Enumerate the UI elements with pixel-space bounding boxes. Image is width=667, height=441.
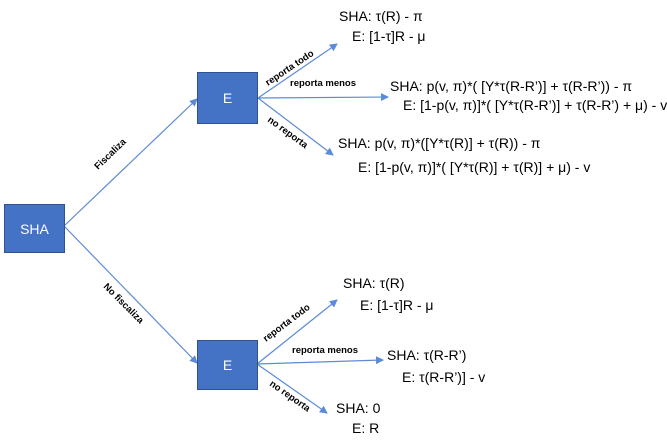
payoff-top-no-e: E: [1-p(v, π)]*( [Y*τ(R)] + τ(R)] + μ) -… xyxy=(358,159,591,175)
node-e-top: E xyxy=(197,72,258,124)
edge-bot-no-reporta xyxy=(256,363,328,414)
payoff-top-no-sha: SHA: p(v, π)*([Y*τ(R)] + τ(R)) - π xyxy=(338,135,541,151)
edge-top-reporta-menos xyxy=(257,93,389,102)
edge-bot-reporta-menos xyxy=(256,356,384,365)
payoff-top-menos-sha: SHA: p(v, π)*( [Y*τ(R-R’)] + τ(R-R’)) - … xyxy=(390,78,633,94)
payoff-bot-todo-e: E: [1-τ]R - μ xyxy=(360,297,434,313)
edge-top-reporta-todo xyxy=(257,43,338,99)
label-bot-no-reporta: no reporta xyxy=(267,378,312,414)
tree-edges: Fiscaliza No fiscaliza reporta todo repo… xyxy=(63,43,389,415)
payoff-top-todo-sha: SHA: τ(R) - π xyxy=(339,8,423,24)
label-bot-reporta-menos: reporta menos xyxy=(292,345,358,356)
label-top-reporta-menos: reporta menos xyxy=(290,78,356,89)
node-sha-root: SHA xyxy=(4,204,65,253)
label-fiscaliza: Fiscaliza xyxy=(92,136,129,172)
node-e-top-label: E xyxy=(222,90,233,106)
edge-bot-reporta-todo xyxy=(256,299,338,365)
payoff-bot-no-e: E: R xyxy=(352,420,380,436)
payoff-bot-menos-e: E: τ(R-R’)] - v xyxy=(402,369,486,385)
node-e-bottom: E xyxy=(197,340,258,390)
edge-top-no-reporta xyxy=(257,97,334,156)
payoff-bot-no-sha: SHA: 0 xyxy=(336,400,381,416)
payoff-bot-menos-sha: SHA: τ(R-R’) xyxy=(387,347,467,363)
payoff-top-menos-e: E: [1-p(v, π)]*( [Y*τ(R-R’)] + τ(R-R’) +… xyxy=(403,97,667,113)
node-e-bottom-label: E xyxy=(222,357,233,373)
edge-no-fiscaliza xyxy=(63,225,198,364)
payoff-top-todo-e: E: [1-τ]R - μ xyxy=(352,28,426,44)
payoff-bot-todo-sha: SHA: τ(R) xyxy=(343,275,405,291)
edge-fiscaliza xyxy=(63,98,198,227)
label-bot-reporta-todo: reporta todo xyxy=(261,302,312,345)
game-tree-diagram: Fiscaliza No fiscaliza reporta todo repo… xyxy=(4,8,667,436)
node-sha-root-label: SHA xyxy=(20,220,49,237)
